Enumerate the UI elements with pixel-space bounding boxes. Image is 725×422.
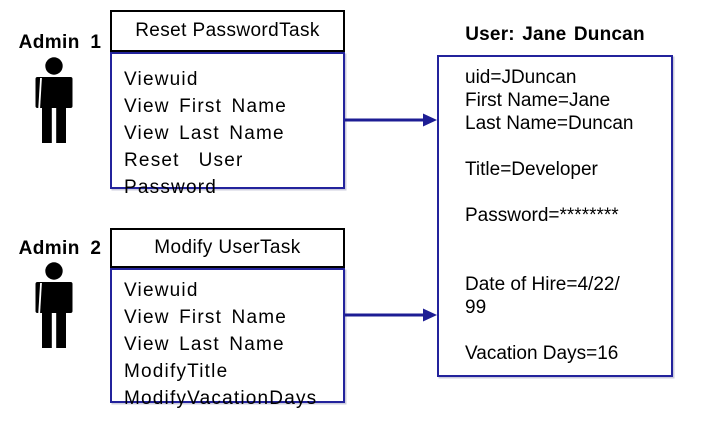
text-line: First Name=Jane — [465, 90, 611, 111]
task1-header: Reset PasswordTask — [110, 10, 345, 52]
text-line — [465, 227, 665, 250]
text-line: Title=Developer — [465, 159, 598, 180]
admin2-label: Admin 2 — [18, 238, 102, 259]
user-heading: User: Jane Duncan — [465, 24, 645, 45]
person-icon — [35, 57, 73, 143]
text-line: View Last Name — [124, 334, 285, 355]
text-line: Reset User Password — [124, 150, 263, 198]
text-line: 99 — [465, 297, 487, 318]
text-line — [465, 181, 665, 204]
text-line: Viewuid — [124, 69, 199, 90]
text-line: View First Name — [124, 96, 288, 117]
arrow-head-icon — [423, 308, 437, 322]
text-line: Last Name=Duncan — [465, 113, 634, 134]
task2-title: Modify UserTask — [154, 237, 301, 258]
text-line — [465, 250, 665, 273]
text-line — [465, 319, 665, 342]
text-line: uid=JDuncan — [465, 67, 577, 88]
task2-header: Modify UserTask — [110, 228, 345, 268]
text-line: ModifyVacationDays — [124, 388, 318, 409]
text-line: View Last Name — [124, 123, 285, 144]
text-line — [465, 135, 665, 158]
task1-title: Reset PasswordTask — [135, 20, 320, 41]
arrow-head-icon — [423, 113, 437, 127]
text-line: Viewuid — [124, 280, 199, 301]
text-line: View First Name — [124, 307, 288, 328]
text-line: Date of Hire=4/22/ — [465, 274, 620, 295]
text-line: Password=******** — [465, 205, 619, 226]
person-icon — [35, 262, 73, 348]
text-line: Vacation Days=16 — [465, 343, 619, 364]
arrow-task2-to-user — [345, 308, 437, 322]
arrow-task1-to-user — [345, 113, 437, 127]
text-line: ModifyTitle — [124, 361, 229, 382]
admin1-label: Admin 1 — [18, 32, 102, 53]
